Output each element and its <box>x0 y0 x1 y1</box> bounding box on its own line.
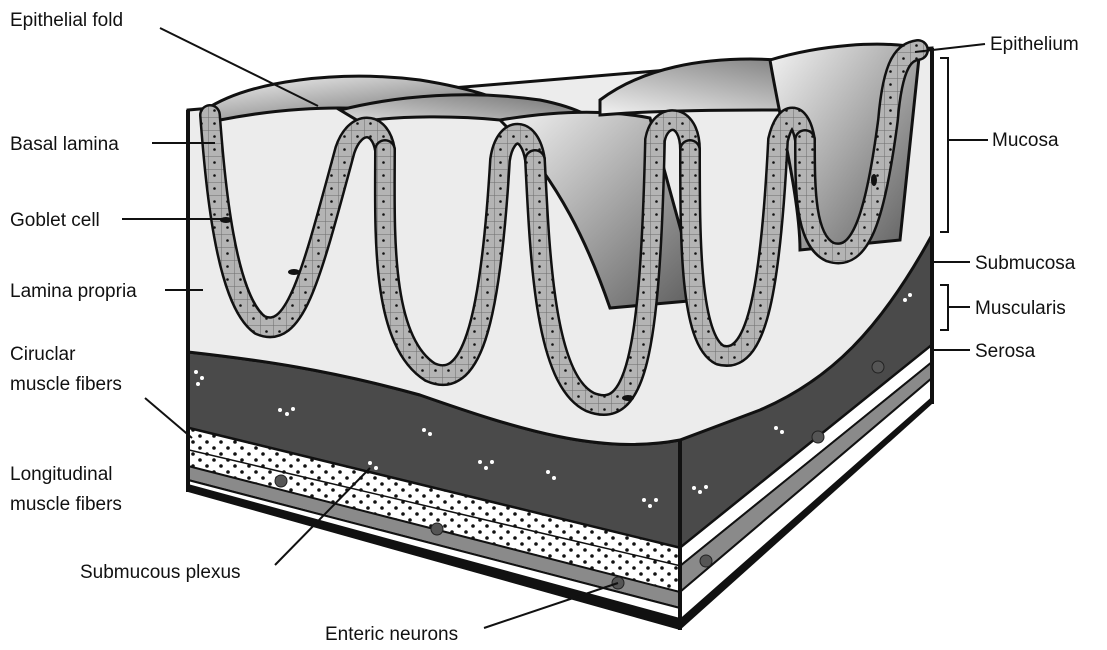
label-lamina-propria: Lamina propria <box>10 281 137 302</box>
label-longitudinal-muscle-line1: Longitudinal <box>10 464 112 485</box>
label-serosa: Serosa <box>975 341 1036 362</box>
label-mucosa: Mucosa <box>992 130 1059 151</box>
label-submucosa: Submucosa <box>975 253 1076 274</box>
label-circular-muscle-line1: Ciruclar <box>10 344 76 365</box>
label-longitudinal-muscle-line2: muscle fibers <box>10 494 122 515</box>
label-epithelium: Epithelium <box>990 34 1079 55</box>
label-enteric-neurons: Enteric neurons <box>325 624 458 645</box>
label-goblet-cell: Goblet cell <box>10 210 100 231</box>
label-submucous-plexus: Submucous plexus <box>80 562 241 583</box>
label-circular-muscle-line2: muscle fibers <box>10 374 122 395</box>
label-basal-lamina: Basal lamina <box>10 134 119 155</box>
label-muscularis: Muscularis <box>975 298 1066 319</box>
label-epithelial-fold: Epithelial fold <box>10 10 123 31</box>
